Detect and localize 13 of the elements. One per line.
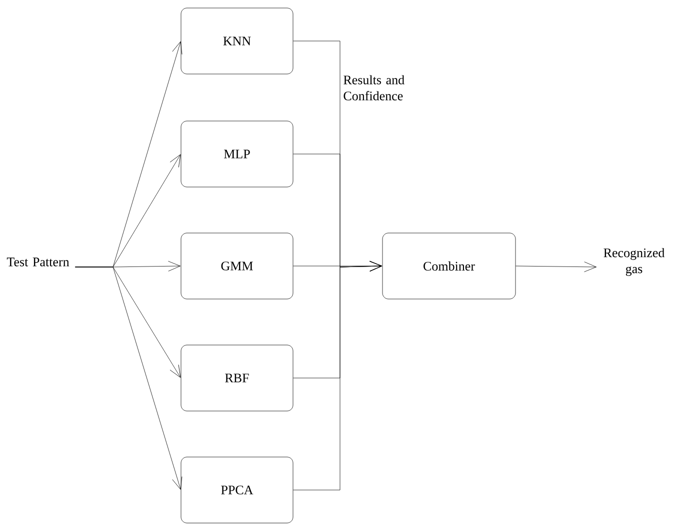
text-label: Recognized gas — [604, 248, 665, 276]
arrow — [293, 261, 382, 490]
text-label: Results and Confidence — [344, 75, 404, 100]
arrow — [75, 266, 182, 490]
process-box: PPCA — [180, 456, 294, 524]
process-box: RBF — [180, 344, 294, 412]
arrow — [293, 260, 382, 272]
process-box: GMM — [180, 232, 294, 300]
process-box: KNN — [180, 8, 294, 74]
process-box: MLP — [180, 120, 294, 188]
arrow — [516, 262, 596, 272]
process-box: Combiner — [382, 232, 516, 300]
text-label: Test Pattern — [6, 258, 70, 266]
